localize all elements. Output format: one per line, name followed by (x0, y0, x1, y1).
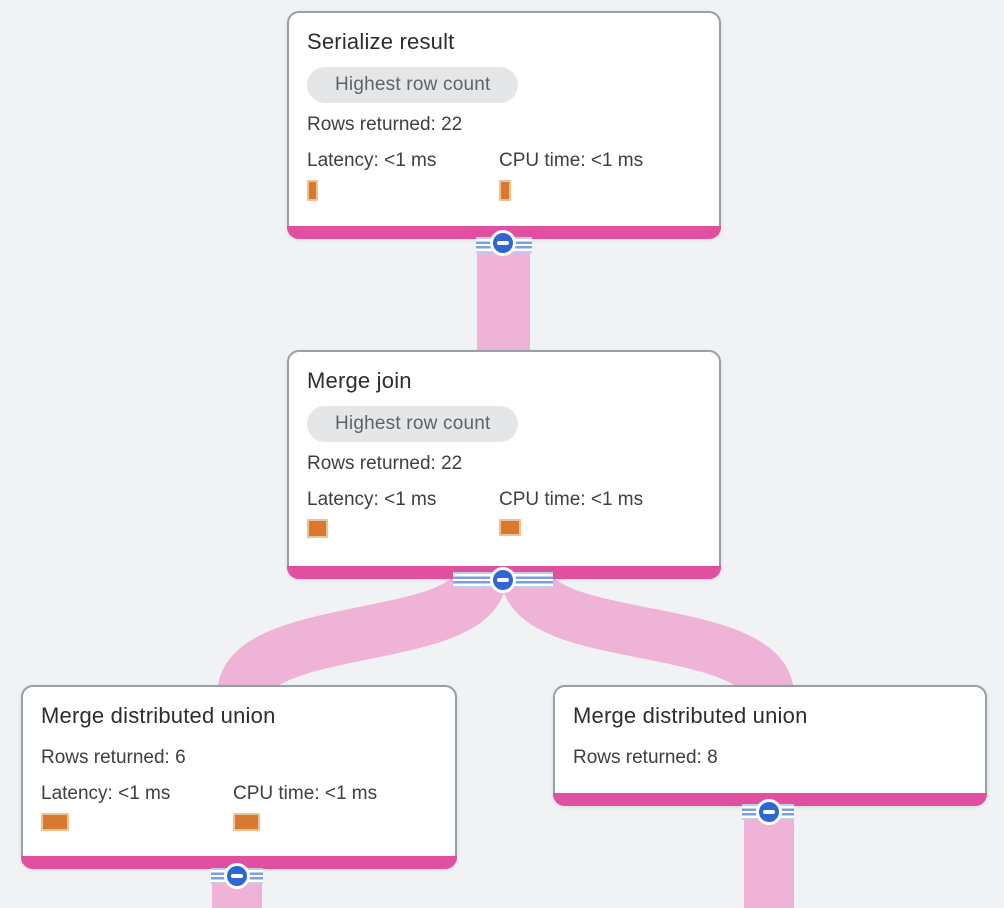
collapse-node-button[interactable] (224, 863, 250, 889)
collapse-node-button[interactable] (490, 567, 516, 593)
collapse-node-button[interactable] (490, 230, 516, 256)
highest-row-count-badge: Highest row count (307, 67, 519, 103)
minus-icon (497, 578, 509, 582)
node-title: Merge distributed union (573, 703, 808, 728)
plan-node-merge-distributed-union-left[interactable]: Merge distributed union Rows returned: 6… (21, 685, 457, 869)
node-title: Merge distributed union (41, 703, 276, 728)
edge-mergejoin-to-left-union (217, 569, 507, 701)
highest-row-count-badge: Highest row count (307, 406, 519, 442)
rows-returned-text: Rows returned: 8 (573, 747, 718, 768)
plan-node-merge-distributed-union-right[interactable]: Merge distributed union Rows returned: 8 (553, 685, 987, 806)
rows-returned-text: Rows returned: 6 (41, 747, 186, 768)
edge-mergejoin-to-right-union (501, 569, 794, 700)
node-title: Serialize result (307, 29, 455, 54)
minus-icon (231, 874, 243, 878)
edge-serialize-to-mergejoin (477, 238, 530, 352)
rows-returned-text: Rows returned: 22 (307, 453, 463, 474)
plan-node-merge-join[interactable]: Merge join Highest row count Rows return… (287, 350, 721, 579)
node-accent-bar (21, 856, 457, 869)
cpu-time-label: CPU time: <1 ms (233, 783, 378, 804)
cpu-time-bar (233, 813, 260, 831)
latency-bar (307, 180, 318, 201)
latency-bar (41, 813, 69, 831)
minus-icon (497, 241, 509, 245)
rows-returned-text: Rows returned: 22 (307, 114, 463, 135)
cpu-time-bar (499, 519, 521, 536)
cpu-time-label: CPU time: <1 ms (499, 150, 644, 171)
minus-icon (763, 810, 775, 814)
cpu-time-bar (499, 180, 511, 201)
latency-label: Latency: <1 ms (307, 489, 437, 510)
collapse-node-button[interactable] (756, 799, 782, 825)
latency-label: Latency: <1 ms (41, 783, 171, 804)
latency-bar (307, 519, 328, 538)
plan-node-serialize-result[interactable]: Serialize result Highest row count Rows … (287, 11, 721, 239)
node-title: Merge join (307, 368, 412, 393)
cpu-time-label: CPU time: <1 ms (499, 489, 644, 510)
latency-label: Latency: <1 ms (307, 150, 437, 171)
